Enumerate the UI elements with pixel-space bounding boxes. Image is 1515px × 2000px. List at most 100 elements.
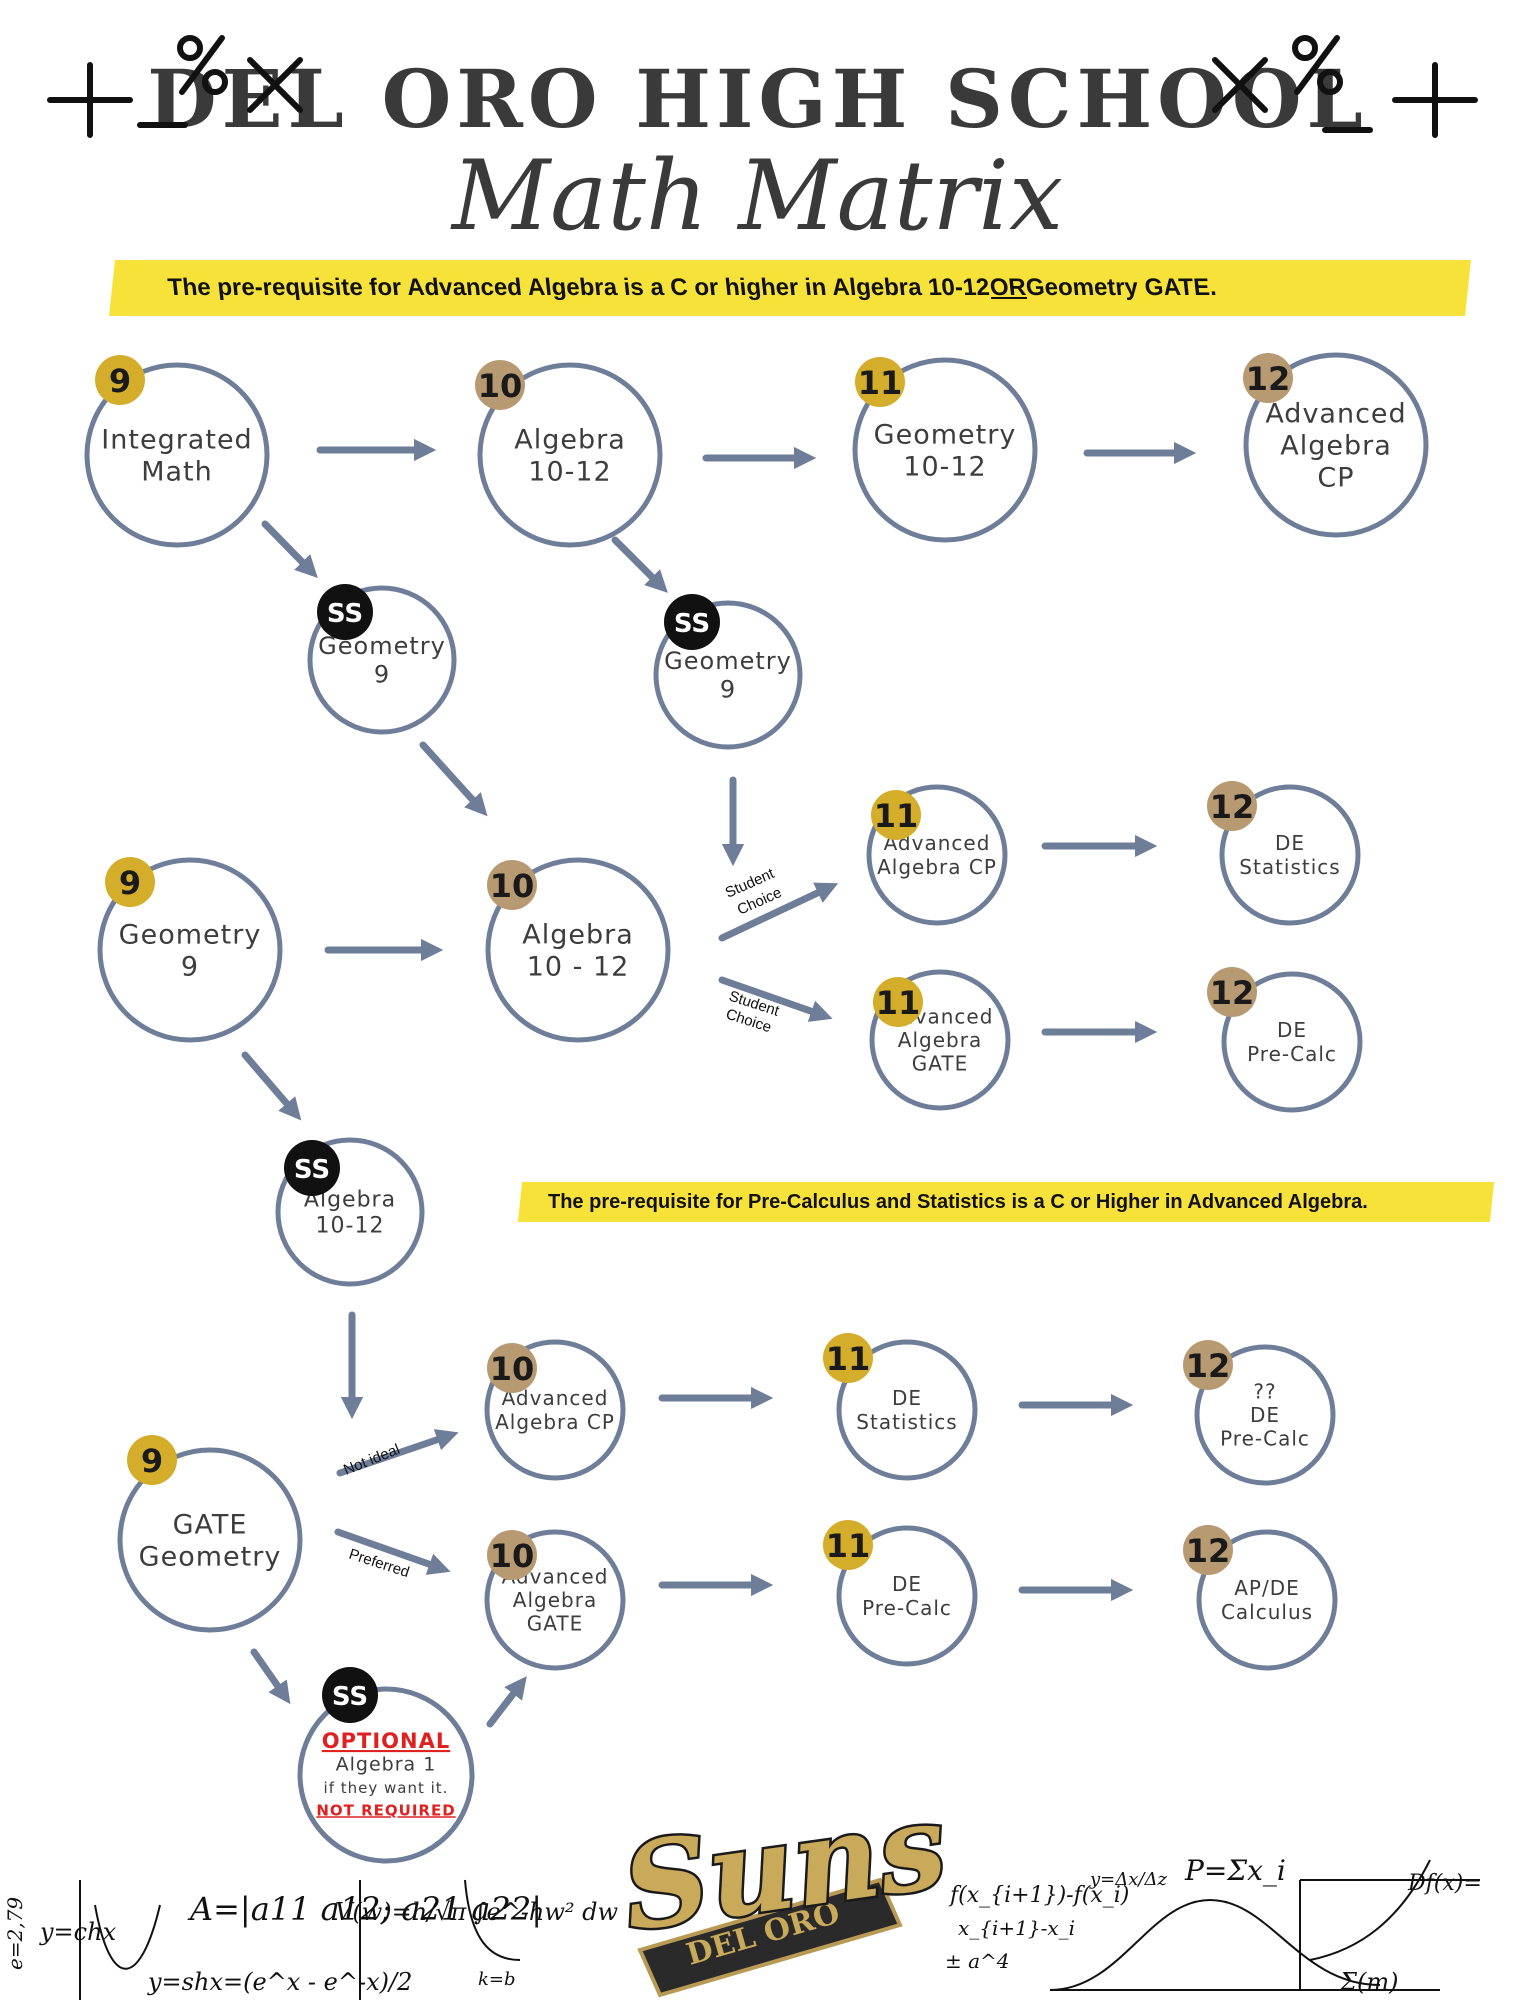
grade-badge-label: 12 xyxy=(1186,1347,1231,1385)
course-label-line: if they want it. xyxy=(324,1779,449,1797)
course-ring xyxy=(1221,971,1363,1113)
grade-badge xyxy=(487,1343,537,1393)
course-ring xyxy=(1196,1529,1338,1671)
grade-badge xyxy=(664,594,720,650)
course-ring xyxy=(852,357,1038,543)
doodle-right-2: ± a^4 xyxy=(945,1949,1010,1973)
course-label-line: Math xyxy=(141,456,213,487)
course-label-line: Statistics xyxy=(856,1410,957,1434)
doodle-left-2: A=|a11 a12; a21 a22| xyxy=(187,1890,542,1928)
course-label-line: Algebra CP xyxy=(495,1410,615,1434)
page-subtitle: Math Matrix xyxy=(451,140,1064,252)
grade-badge-label: 10 xyxy=(490,867,535,905)
math-doodles-right: f(x_{i+1})-f(x_i) x_{i+1}-x_i ± a^4 y=Δx… xyxy=(945,1854,1482,1996)
course-label-line: Pre-Calc xyxy=(1220,1427,1310,1451)
course-label-line: OPTIONAL xyxy=(322,1729,450,1753)
grade-badge-label: 12 xyxy=(1210,974,1255,1012)
course-label-line: GATE xyxy=(527,1612,583,1636)
grade-badge xyxy=(487,860,537,910)
doodle-right-1: x_{i+1}-x_i xyxy=(958,1916,1075,1940)
course-label-line: 9 xyxy=(374,661,390,689)
course-label-line: GATE xyxy=(912,1052,968,1076)
grade-badge-label: 12 xyxy=(1246,360,1291,398)
course-label-line: Algebra 1 xyxy=(336,1753,437,1775)
course-label-line: Algebra xyxy=(1280,430,1392,461)
grade-badge-label: 10 xyxy=(478,367,523,405)
grade-badge-label: SS xyxy=(294,1155,330,1185)
arrow-n8-n9 xyxy=(718,882,839,942)
arrow-n14-n15 xyxy=(336,1429,459,1477)
grade-badge xyxy=(871,790,921,840)
course-label-line: Calculus xyxy=(1221,1600,1313,1624)
course-label-line: Geometry xyxy=(664,647,792,675)
grade-badge xyxy=(855,357,905,407)
grade-badge-label: 9 xyxy=(109,362,131,400)
course-nodes: IntegratedMath9Algebra10-1210Geometry10-… xyxy=(84,352,1429,1864)
course-ring xyxy=(1219,784,1361,926)
course-label-line: DE xyxy=(1275,831,1305,855)
arrow-n8-n11 xyxy=(718,976,833,1022)
doodle-left-0: e=2,79 xyxy=(3,1897,27,1970)
course-label-line: Integrated xyxy=(101,425,252,456)
course-label-line: Pre-Calc xyxy=(1247,1042,1337,1066)
grade-badge-label: 10 xyxy=(490,1537,535,1575)
doodle-right-0: f(x_{i+1})-f(x_i) xyxy=(948,1883,1129,1908)
course-label-line: ?? xyxy=(1253,1379,1276,1403)
grade-badge-label: 10 xyxy=(490,1350,535,1388)
grade-badge xyxy=(487,1530,537,1580)
course-label-line: 9 xyxy=(720,676,736,704)
grade-badge-label: 9 xyxy=(141,1442,163,1480)
course-label-line: 10-12 xyxy=(903,451,986,482)
course-ring xyxy=(836,1525,978,1667)
suns-logo: DEL ORO Suns xyxy=(612,1773,956,1998)
grade-badge xyxy=(284,1140,340,1196)
grade-badge xyxy=(823,1520,873,1570)
doodle-left-5: k=b xyxy=(478,1969,516,1990)
grade-badge xyxy=(95,355,145,405)
grade-badge xyxy=(322,1667,378,1723)
doodle-right-4: P=Σx_i xyxy=(1184,1854,1286,1887)
arrow-n14-n21 xyxy=(250,1648,291,1705)
course-label-line: Geometry xyxy=(119,920,262,951)
course-label-line: Advanced xyxy=(1265,399,1406,430)
course-ring xyxy=(477,362,663,548)
grade-badge xyxy=(873,977,923,1027)
grade-badge xyxy=(105,857,155,907)
arrow-n1-n5 xyxy=(261,520,318,579)
doodle-left-4: y=shx=(e^x - e^-x)/2 xyxy=(147,1968,412,1996)
grade-badge-label: 12 xyxy=(1186,1532,1231,1570)
grade-badge xyxy=(1183,1525,1233,1575)
course-ring xyxy=(836,1339,978,1481)
doodle-right-5: Df(x)= xyxy=(1407,1871,1482,1896)
course-ring xyxy=(84,362,270,548)
grade-badge-label: SS xyxy=(327,599,363,629)
course-ring xyxy=(485,857,671,1043)
grade-badge xyxy=(823,1333,873,1383)
course-label-line: Algebra xyxy=(898,1028,982,1052)
course-label-line: 10-12 xyxy=(528,456,611,487)
course-label-line: DE xyxy=(1250,1403,1280,1427)
doodle-right-6: Σ(m) xyxy=(1339,1968,1398,1996)
grade-badge-label: 11 xyxy=(826,1527,871,1565)
course-label-line: Geometry xyxy=(874,420,1017,451)
course-label-line: CP xyxy=(1317,462,1354,493)
